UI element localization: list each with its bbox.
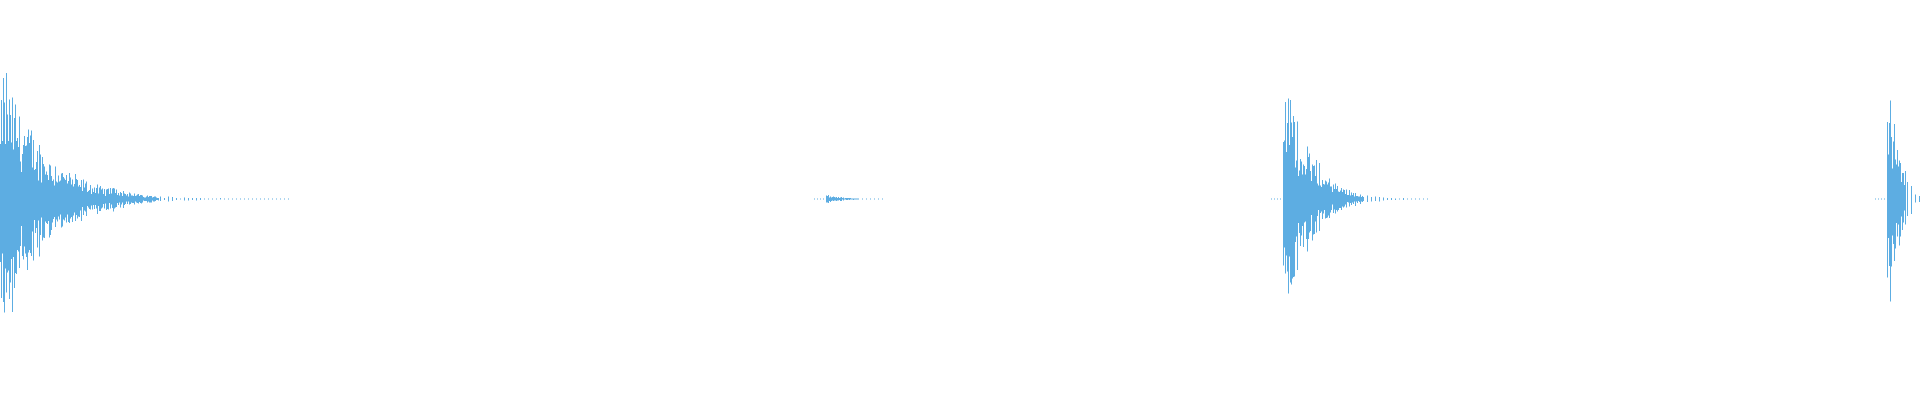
waveform-burst-1 (0, 72, 289, 313)
waveform-burst-2 (814, 195, 883, 203)
waveform-bars (0, 72, 1920, 313)
waveform-burst-3 (1271, 98, 1428, 294)
waveform-burst-4 (1875, 100, 1920, 302)
